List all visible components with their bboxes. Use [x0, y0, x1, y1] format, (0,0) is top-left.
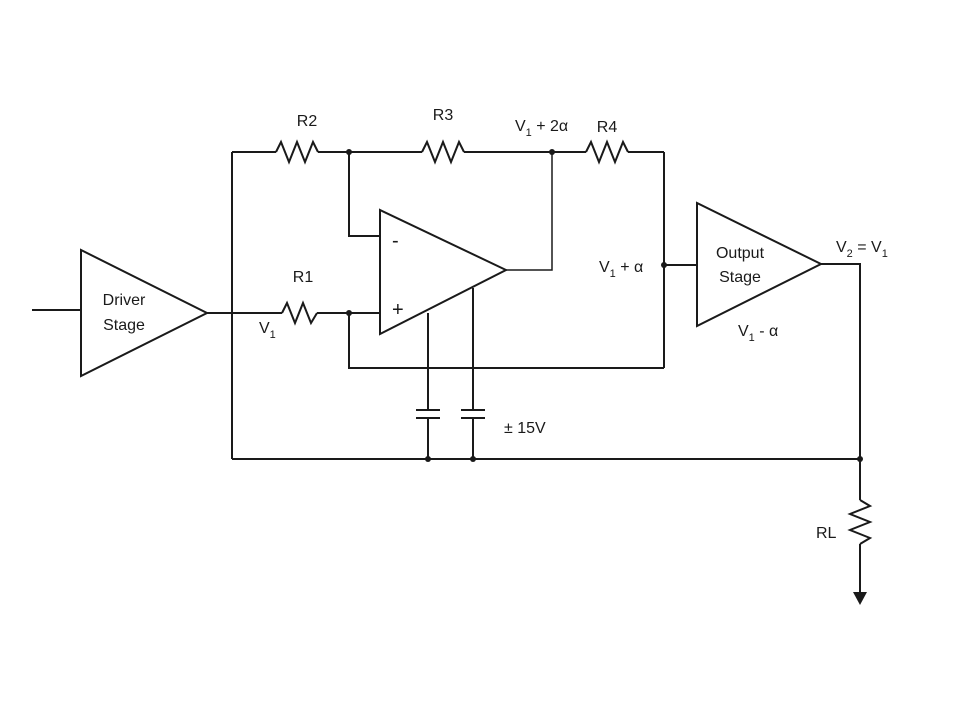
op-amp-minus-sign: - — [392, 230, 399, 252]
driver-stage-label-line2: Stage — [103, 317, 145, 334]
resistor-r4: R4 — [585, 119, 629, 165]
r4-label: R4 — [597, 119, 618, 136]
wire-to-minus-input — [348, 152, 380, 237]
v1-label: V1 — [259, 320, 276, 341]
resistor-r2: R2 — [275, 113, 319, 165]
resistor-r3: R3 — [421, 107, 465, 165]
ground-arrow-icon — [853, 592, 867, 605]
r2-label: R2 — [297, 113, 318, 130]
v2-equals-v1-label: V2 = V1 — [836, 239, 888, 260]
resistor-rl: RL — [816, 499, 873, 545]
supply-voltage-label: ± 15V — [504, 420, 546, 437]
output-stage: Output Stage — [696, 201, 824, 328]
v1-plus-alpha-label: V1 + α — [599, 259, 643, 280]
supply-capacitor-left — [416, 313, 440, 459]
junction-dot-cap-left — [425, 456, 431, 462]
rl-label: RL — [816, 525, 837, 542]
v1-plus-2alpha-label: V1 + 2α — [515, 118, 568, 139]
supply-capacitor-right — [461, 288, 485, 459]
output-wire — [821, 263, 861, 500]
r1-label: R1 — [293, 269, 314, 286]
v1-minus-alpha-label: V1 - α — [738, 323, 778, 344]
junction-dot-cap-right — [470, 456, 476, 462]
output-stage-label-line1: Output — [716, 245, 765, 262]
driver-stage-label-line1: Driver — [103, 292, 146, 309]
resistor-r1: R1 — [281, 269, 318, 326]
op-amp-plus-sign: + — [392, 299, 404, 321]
op-amp: - + — [379, 208, 509, 336]
driver-stage: Driver Stage — [80, 248, 210, 378]
plus-loop-wire — [348, 313, 664, 369]
output-stage-label-line2: Stage — [719, 269, 761, 286]
opamp-output-wire — [506, 152, 553, 271]
r3-label: R3 — [433, 107, 454, 124]
